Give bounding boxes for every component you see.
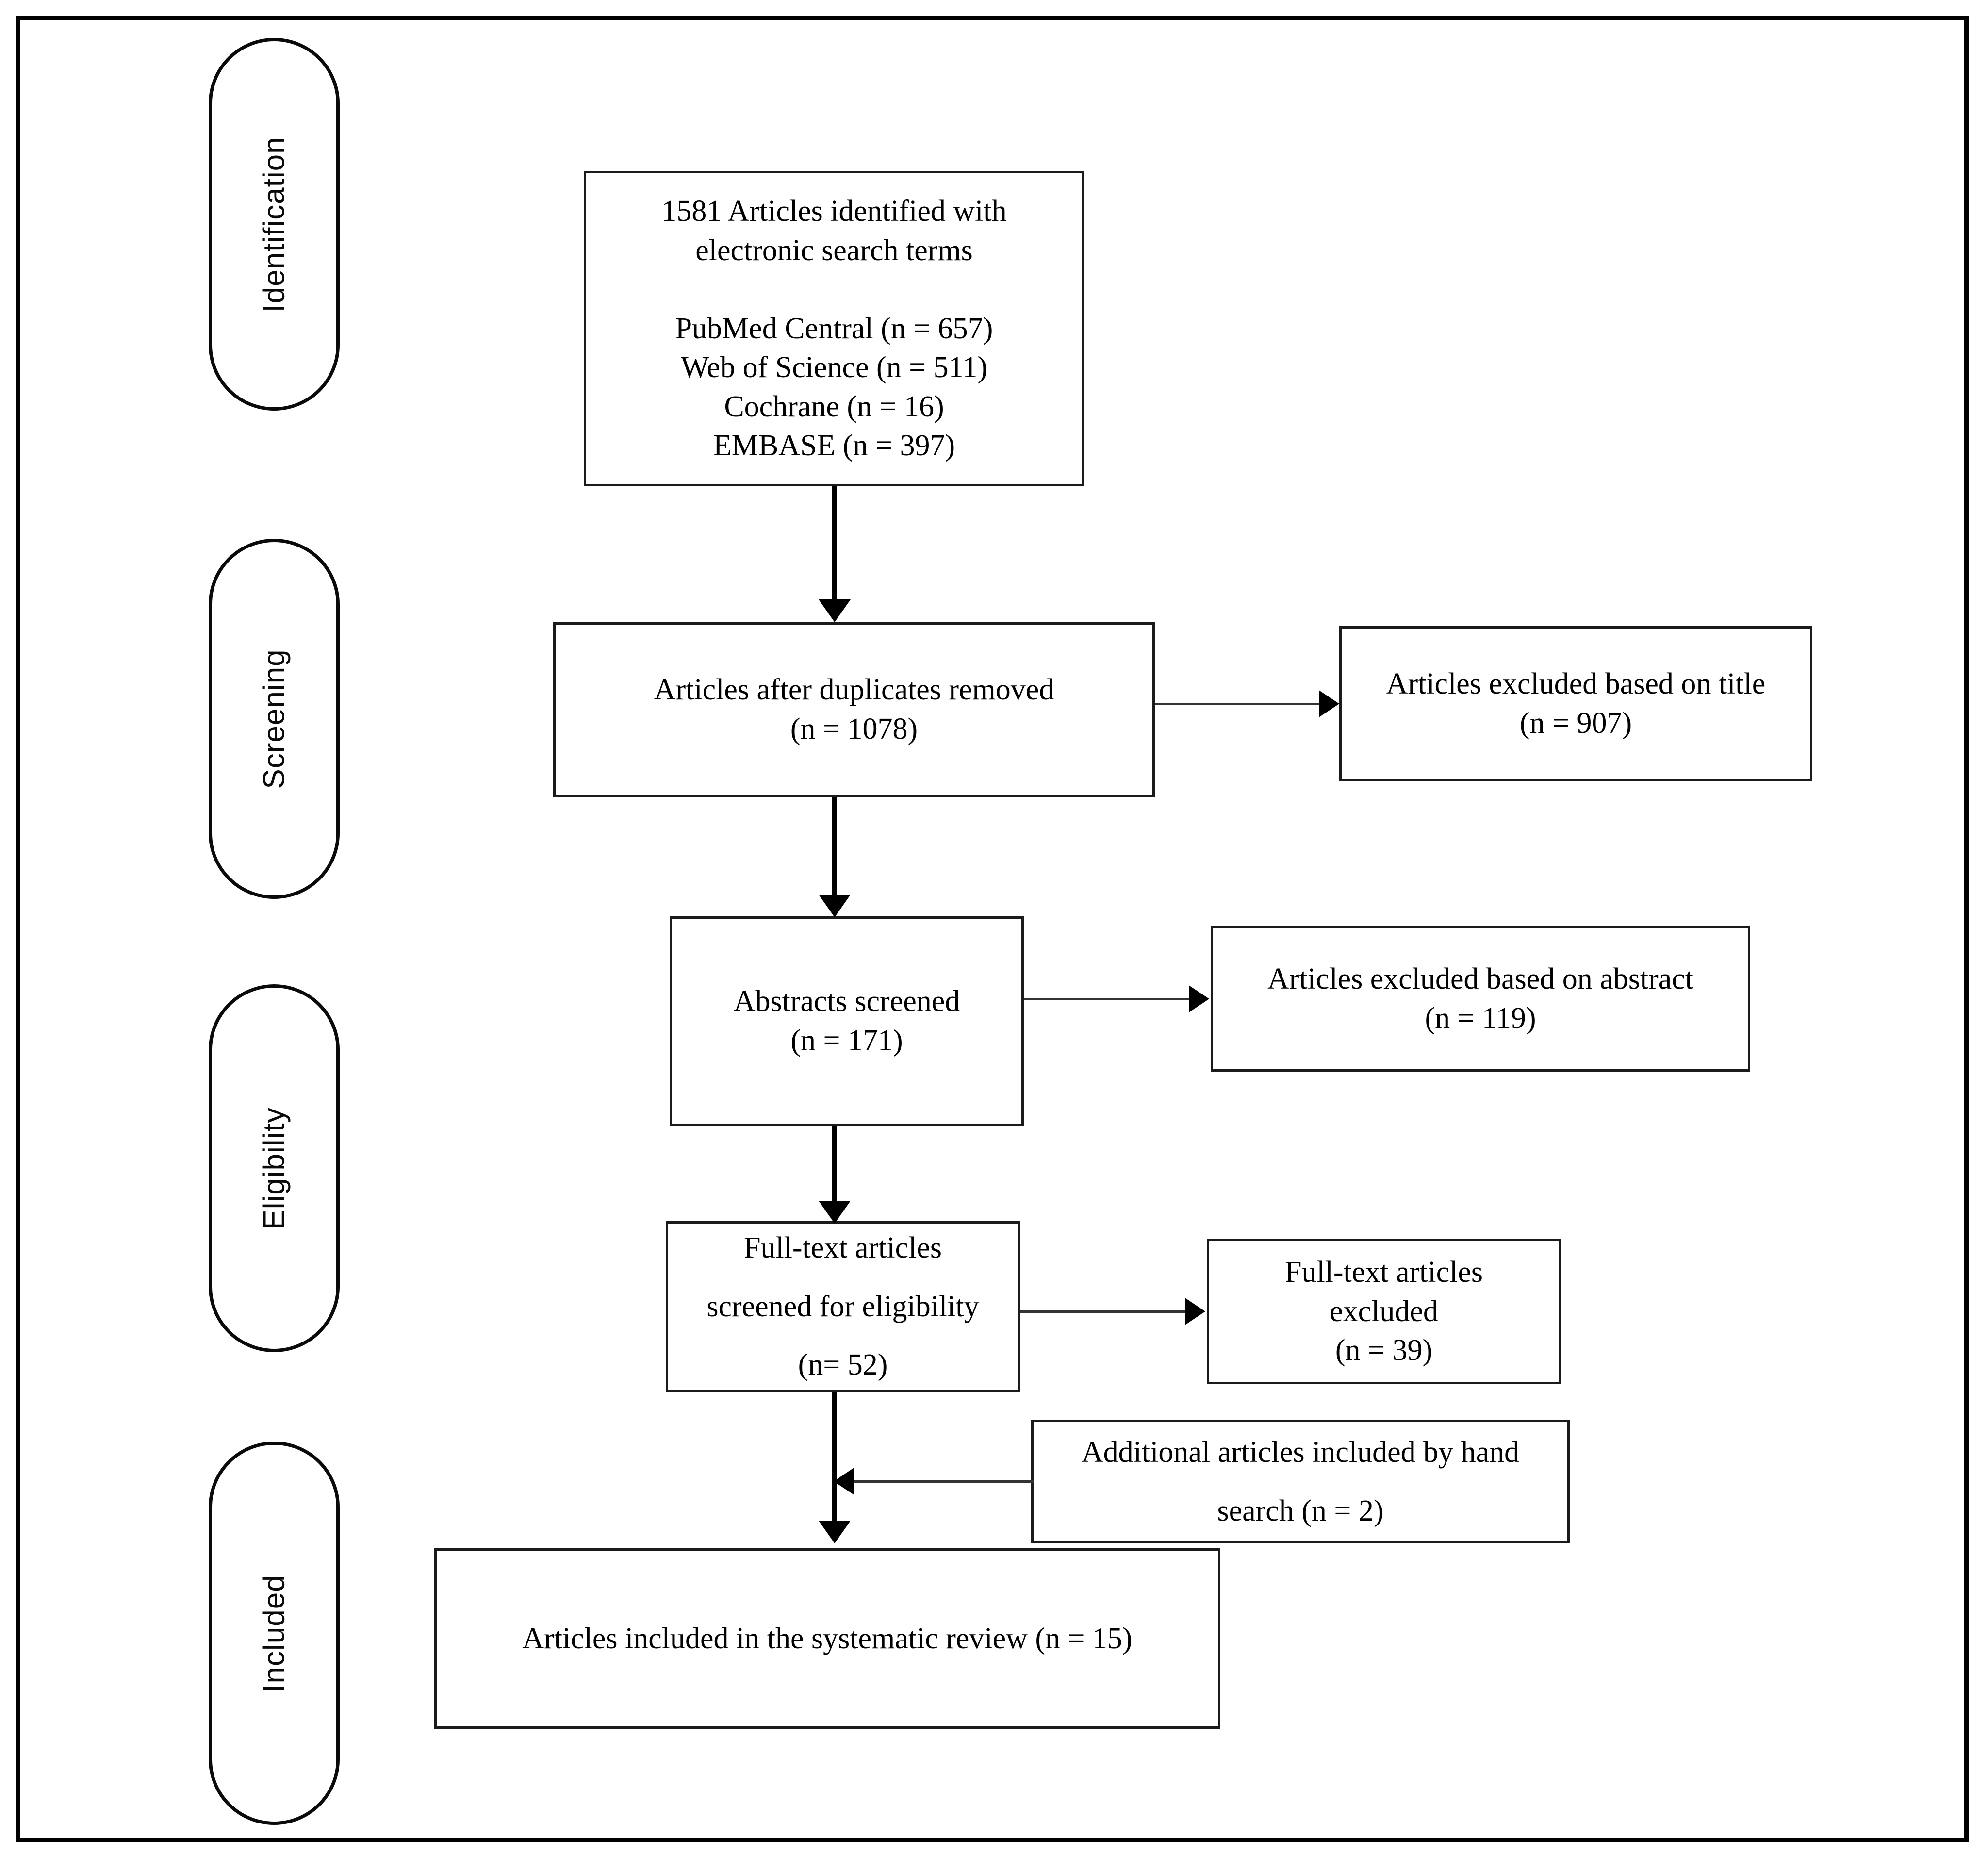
box-included-final: Articles included in the systematic revi… <box>434 1548 1220 1729</box>
box-abstracts-screened-text: Abstracts screened (n = 171) <box>733 985 960 1057</box>
box-articles-identified-text: 1581 Articles identified with electronic… <box>661 194 1007 463</box>
stage-pill-identification: Identification <box>209 38 340 411</box>
box-hand-search-text: Additional articles included by hand sea… <box>1081 1435 1520 1527</box>
box-hand-search: Additional articles included by hand sea… <box>1031 1420 1570 1543</box>
arrow-fulltext-to-excluded-shaft <box>1020 1310 1185 1313</box>
arrow-fulltext-to-excluded-head <box>1185 1298 1205 1325</box>
box-fulltext-screened: Full-text articles screened for eligibil… <box>666 1221 1020 1392</box>
stage-label-eligibility: Eligibility <box>257 1107 291 1230</box>
arrow-duplicates-to-abstracts-head <box>819 895 851 917</box>
box-excluded-abstract-text: Articles excluded based on abstract (n =… <box>1267 962 1693 1035</box>
box-articles-identified: 1581 Articles identified with electronic… <box>584 171 1084 486</box>
box-abstracts-screened: Abstracts screened (n = 171) <box>670 916 1024 1126</box>
arrow-abstracts-to-fulltext-shaft <box>832 1126 837 1203</box>
arrow-duplicates-to-excluded-title-head <box>1319 690 1339 717</box>
box-duplicates-removed: Articles after duplicates removed (n = 1… <box>553 622 1155 797</box>
box-duplicates-removed-text: Articles after duplicates removed (n = 1… <box>654 673 1054 746</box>
stage-label-identification: Identification <box>257 136 291 313</box>
stage-label-screening: Screening <box>257 648 291 789</box>
box-fulltext-excluded: Full-text articles excluded (n = 39) <box>1207 1239 1561 1384</box>
stage-pill-screening: Screening <box>209 539 340 899</box>
arrow-abstracts-to-excluded-abstract-head <box>1189 985 1209 1012</box>
stage-pill-eligibility: Eligibility <box>209 984 340 1352</box>
arrow-duplicates-to-excluded-title-shaft <box>1155 703 1320 705</box>
box-excluded-abstract: Articles excluded based on abstract (n =… <box>1211 926 1750 1072</box>
stage-label-included: Included <box>257 1574 291 1692</box>
stage-pill-included: Included <box>209 1442 340 1825</box>
arrow-identified-to-duplicates-shaft <box>832 486 837 600</box>
arrow-duplicates-to-abstracts-shaft <box>832 797 837 896</box>
box-fulltext-screened-text: Full-text articles screened for eligibil… <box>706 1231 979 1382</box>
box-fulltext-excluded-text: Full-text articles excluded (n = 39) <box>1284 1256 1483 1367</box>
arrow-fulltext-to-included-shaft <box>832 1392 837 1522</box>
arrow-identified-to-duplicates-head <box>819 599 851 622</box>
arrow-abstracts-to-excluded-abstract-shaft <box>1024 998 1189 1000</box>
arrow-fulltext-to-included-head <box>819 1521 851 1543</box>
arrow-hand-search-to-flow-shaft <box>854 1480 1034 1483</box>
figure-border <box>16 16 1969 1842</box>
box-excluded-title: Articles excluded based on title (n = 90… <box>1339 626 1812 781</box>
arrow-abstracts-to-fulltext-head <box>819 1201 851 1224</box>
arrow-hand-search-to-flow-head <box>834 1468 854 1495</box>
box-excluded-title-text: Articles excluded based on title (n = 90… <box>1386 667 1766 740</box>
box-included-final-text: Articles included in the systematic revi… <box>522 1622 1133 1655</box>
